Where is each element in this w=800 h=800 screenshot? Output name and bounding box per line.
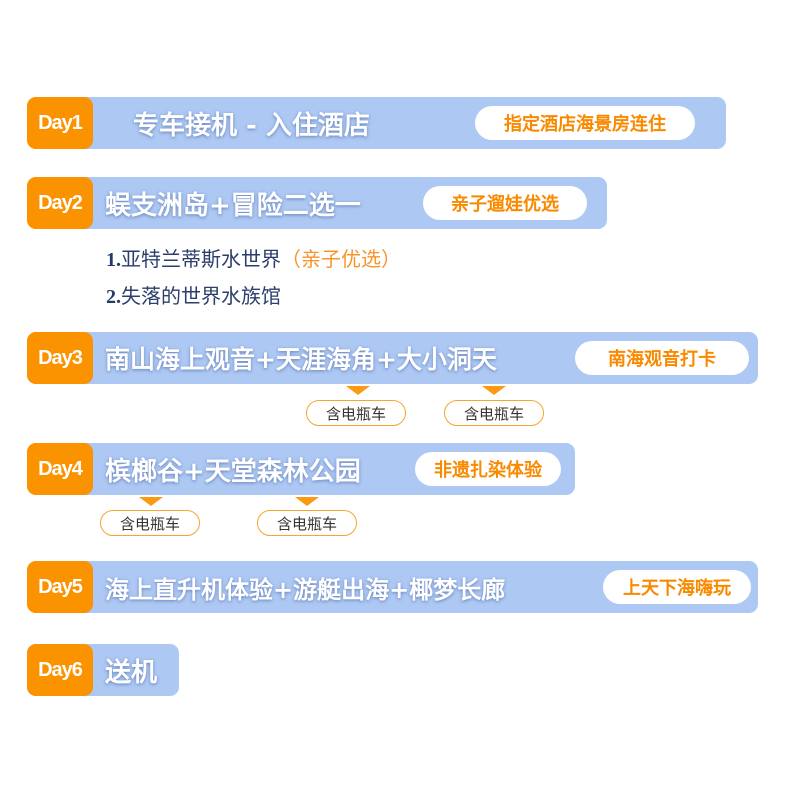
- day1-title: 专车接机 - 入住酒店: [133, 110, 370, 141]
- day1-row: Day1 专车接机 - 入住酒店 指定酒店海景房连住: [27, 97, 726, 149]
- day3-title: 南山海上观音+天涯海角+大小洞天: [105, 345, 497, 374]
- day2-option-1: 1.亚特兰蒂斯水世界（亲子优选）: [106, 243, 401, 272]
- option-text: 失落的世界水族馆: [121, 284, 281, 308]
- pointer-down-icon: [139, 497, 163, 506]
- day4-cart-pill-2: 含电瓶车: [257, 510, 357, 536]
- day6-title: 送机: [105, 657, 158, 688]
- day4-row: Day4 槟榔谷+天堂森林公园 非遗扎染体验: [27, 443, 575, 495]
- day4-tag: 非遗扎染体验: [415, 452, 561, 486]
- day4-title: 槟榔谷+天堂森林公园: [105, 456, 361, 487]
- day2-tag: 亲子遛娃优选: [423, 186, 587, 220]
- day5-row: Day5 海上直升机体验+游艇出海+椰梦长廊 上天下海嗨玩: [27, 561, 758, 613]
- day3-tag: 南海观音打卡: [575, 341, 749, 375]
- option-number: 1.: [106, 249, 121, 271]
- pointer-down-icon: [346, 386, 370, 395]
- day1-badge: Day1: [27, 97, 93, 149]
- day6-row: Day6 送机: [27, 644, 179, 696]
- day2-option-2: 2.失落的世界水族馆: [106, 280, 281, 309]
- day3-cart-pill-1: 含电瓶车: [306, 400, 406, 426]
- day5-tag: 上天下海嗨玩: [603, 570, 751, 604]
- option-note: （亲子优选）: [281, 247, 401, 271]
- day3-row: Day3 南山海上观音+天涯海角+大小洞天 南海观音打卡: [27, 332, 758, 384]
- day3-badge: Day3: [27, 332, 93, 384]
- day4-cart-pill-1: 含电瓶车: [100, 510, 200, 536]
- day4-badge: Day4: [27, 443, 93, 495]
- pointer-down-icon: [295, 497, 319, 506]
- day2-row: Day2 蜈支洲岛+冒险二选一 亲子遛娃优选: [27, 177, 607, 229]
- day2-title: 蜈支洲岛+冒险二选一: [105, 190, 361, 221]
- day5-title: 海上直升机体验+游艇出海+椰梦长廊: [105, 575, 506, 604]
- pointer-down-icon: [482, 386, 506, 395]
- day2-badge: Day2: [27, 177, 93, 229]
- day5-badge: Day5: [27, 561, 93, 613]
- option-text: 亚特兰蒂斯水世界: [121, 247, 281, 271]
- day3-cart-pill-2: 含电瓶车: [444, 400, 544, 426]
- day1-tag: 指定酒店海景房连住: [475, 106, 695, 140]
- option-number: 2.: [106, 286, 121, 308]
- day6-badge: Day6: [27, 644, 93, 696]
